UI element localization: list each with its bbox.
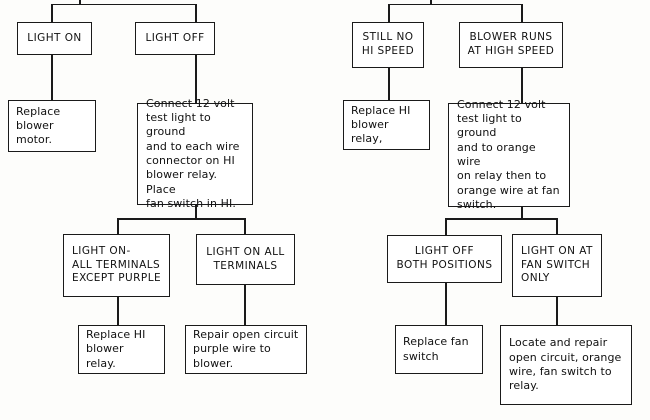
node-light-off[interactable]: LIGHT OFF xyxy=(135,22,215,55)
connector-right-root-down-b xyxy=(521,3,523,23)
connector-right-root-bar xyxy=(388,3,522,6)
node-connect-12v-orange[interactable]: Connect 12 volt test light to ground and… xyxy=(448,98,570,211)
node-replace-hi-blower-relay-right-label: Replace HI blower relay, xyxy=(351,103,411,146)
connector-connect-12v-stem xyxy=(195,205,197,219)
node-connect-12v-hi-relay-label: Connect 12 volt test light to ground and… xyxy=(146,96,240,210)
node-light-off-both[interactable]: LIGHT OFF BOTH POSITIONS xyxy=(387,235,502,283)
node-light-off-both-label: LIGHT OFF BOTH POSITIONS xyxy=(396,245,493,271)
node-connect-12v-hi-relay[interactable]: Connect 12 volt test light to ground and… xyxy=(137,97,253,210)
connector-except-purple-to-replace-relay xyxy=(117,297,119,325)
node-replace-blower-motor[interactable]: Replace blower motor. xyxy=(8,100,96,152)
node-replace-hi-blower-relay-right[interactable]: Replace HI blower relay, xyxy=(343,100,430,150)
connector-light-off-to-connect-12v xyxy=(195,55,197,103)
connector-right-root-down-a xyxy=(388,3,390,23)
connector-fan-switch-only-to-locate xyxy=(556,297,558,325)
node-light-on-except-purple-label: LIGHT ON- ALL TERMINALS EXCEPT PURPLE xyxy=(72,245,162,285)
connector-right-lower-down-a xyxy=(445,218,447,235)
node-light-on-fan-switch[interactable]: LIGHT ON AT FAN SWITCH ONLY xyxy=(512,234,602,297)
node-light-on-fan-switch-label: LIGHT ON AT FAN SWITCH ONLY xyxy=(521,245,593,285)
node-blower-runs-high-label: BLOWER RUNS AT HIGH SPEED xyxy=(467,31,555,57)
node-replace-hi-blower-relay-left[interactable]: Replace HI blower relay. xyxy=(78,325,165,374)
node-light-on-all-terminals-label: LIGHT ON ALL TERMINALS xyxy=(206,245,285,272)
node-light-on-label: LIGHT ON xyxy=(27,31,82,44)
node-still-no-hi-speed[interactable]: STILL NO HI SPEED xyxy=(352,22,424,68)
connector-left-lower-down-a xyxy=(117,218,119,234)
connector-left-lower-bar xyxy=(117,218,245,220)
node-connect-12v-orange-label: Connect 12 volt test light to ground and… xyxy=(457,97,560,211)
connector-right-root-stem xyxy=(430,0,432,5)
node-locate-repair-orange[interactable]: Locate and repair open circuit, orange w… xyxy=(500,325,632,405)
connector-left-root-stem xyxy=(79,0,81,5)
connector-light-on-to-replace-motor xyxy=(51,55,53,100)
node-replace-hi-blower-relay-left-label: Replace HI blower relay. xyxy=(86,328,146,370)
connector-right-lower-down-b xyxy=(556,218,558,234)
node-replace-blower-motor-label: Replace blower motor. xyxy=(16,104,61,147)
connector-left-root-down-b xyxy=(195,3,197,23)
node-locate-repair-orange-label: Locate and repair open circuit, orange w… xyxy=(509,336,622,393)
node-repair-purple-wire-label: Repair open circuit purple wire to blowe… xyxy=(193,328,299,370)
connector-light-off-both-to-replace-fan xyxy=(445,283,447,325)
node-blower-runs-high[interactable]: BLOWER RUNS AT HIGH SPEED xyxy=(459,22,563,68)
connector-left-root-down-a xyxy=(51,3,53,23)
connector-all-terminals-to-repair-purple xyxy=(244,285,246,325)
connector-blower-runs-to-connect-12v xyxy=(521,68,523,103)
node-replace-fan-switch-label: Replace fan switch xyxy=(403,335,469,363)
connector-still-no-hi-to-replace-relay xyxy=(388,68,390,100)
node-replace-fan-switch[interactable]: Replace fan switch xyxy=(395,325,483,374)
node-repair-purple-wire[interactable]: Repair open circuit purple wire to blowe… xyxy=(185,325,307,374)
connector-connect-12v-orange-stem xyxy=(521,207,523,219)
node-light-on[interactable]: LIGHT ON xyxy=(17,22,92,55)
node-light-on-except-purple[interactable]: LIGHT ON- ALL TERMINALS EXCEPT PURPLE xyxy=(63,234,170,297)
connector-left-root-bar xyxy=(51,3,196,6)
node-light-off-label: LIGHT OFF xyxy=(145,31,205,44)
node-light-on-all-terminals[interactable]: LIGHT ON ALL TERMINALS xyxy=(196,234,295,285)
connector-right-lower-bar xyxy=(445,218,557,220)
connector-left-lower-down-b xyxy=(244,218,246,234)
node-still-no-hi-speed-label: STILL NO HI SPEED xyxy=(361,31,415,57)
